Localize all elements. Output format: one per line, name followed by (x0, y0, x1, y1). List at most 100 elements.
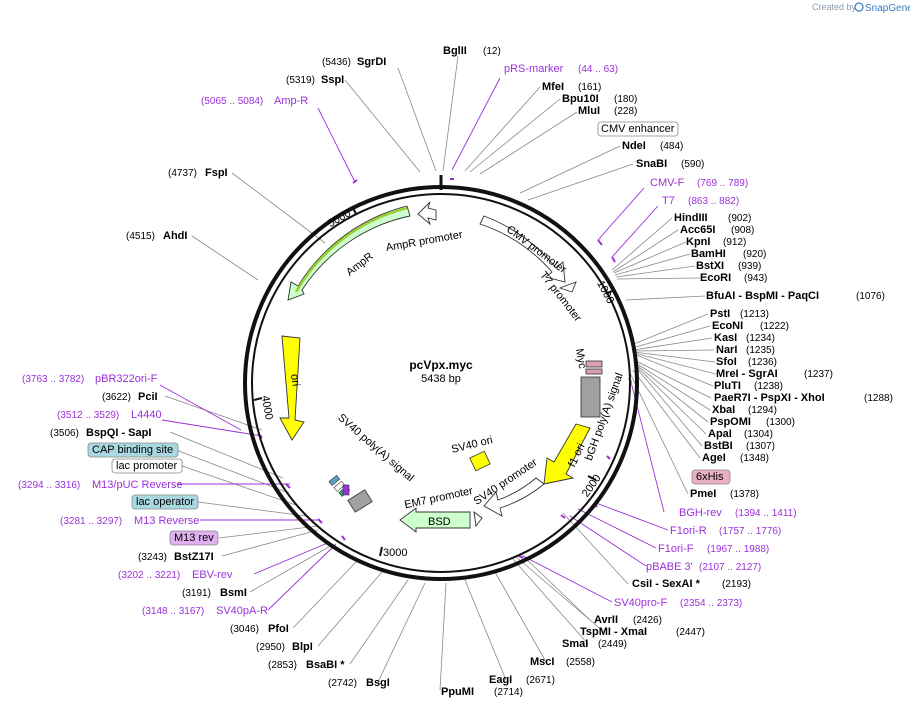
primer-bgh-rev: BGH-rev (679, 507, 722, 519)
primer-pbr322: pBR322ori-F (95, 373, 158, 385)
site-avrii: AvrII (594, 614, 618, 626)
tick-4000: 4000 (259, 395, 275, 421)
tick-1000: 1000 (594, 279, 616, 306)
primer-pbabe: pBABE 3' (646, 561, 693, 573)
primer-m13puc-num: (3294 .. 3316) (18, 480, 80, 491)
site-pluti-num: (1238) (754, 381, 783, 392)
plasmid-size: 5438 bp (421, 373, 461, 385)
site-acc65i: Acc65I (680, 224, 715, 236)
cmv-promoter-label: CMV promoter (504, 223, 569, 276)
site-smai-num: (2449) (598, 639, 627, 650)
bsd-arrow (399, 507, 471, 533)
primer-sv40pa: SV40pA-R (216, 605, 268, 617)
lac-operator-label: lac operator (136, 496, 194, 508)
myc-feature (585, 360, 603, 368)
site-smai: SmaI (562, 638, 588, 650)
site-psti-num: (1213) (740, 309, 769, 320)
site-ahdi: AhdI (163, 230, 187, 242)
site-mrei-num: (1237) (804, 369, 833, 380)
site-pfoi: PfoI (268, 623, 289, 635)
site-bstz17i: BstZ17I (174, 551, 214, 563)
site-econi-num: (1222) (760, 321, 789, 332)
snapgene-logo-icon (854, 2, 864, 12)
primer-t7-num: (863 .. 882) (688, 196, 739, 207)
site-sspi: SspI (321, 74, 344, 86)
site-mlui-num: (228) (614, 106, 637, 117)
lac-promoter-feature (333, 480, 346, 492)
primer-prs-marker: pRS-marker (504, 63, 564, 75)
site-sfoi-num: (1236) (748, 357, 777, 368)
ampr-promoter-arrow (417, 201, 437, 226)
sv40-ori-feature (469, 450, 491, 472)
bgh-polya-feature (580, 376, 601, 418)
primer-f1ori-f-num: (1967 .. 1988) (707, 544, 769, 555)
site-psti: PstI (710, 308, 730, 320)
site-eagi: EagI (489, 674, 512, 686)
primer-sv40pro: SV40pro-F (614, 597, 667, 609)
sv40-ori-label: SV40 ori (450, 434, 494, 456)
site-sfoi: SfoI (716, 356, 737, 368)
site-pfoi-num: (3046) (230, 624, 259, 635)
primer-pbr322-num: (3763 .. 3782) (22, 374, 84, 385)
em7-promoter-arrow (473, 510, 483, 528)
ori-arrow (279, 335, 305, 441)
site-pcii-num: (3622) (102, 392, 131, 403)
site-bstbi: BstBI (704, 440, 733, 452)
myc-label: Myc (573, 348, 588, 370)
site-snabi: SnaBI (636, 158, 667, 170)
site-ppumi: PpuMI (441, 686, 474, 698)
site-pmei: PmeI (690, 488, 716, 500)
site-pspomi: PspOMI (710, 416, 751, 428)
site-bstbi-num: (1307) (746, 441, 775, 452)
primer-sv40pro-num: (2354 .. 2373) (680, 598, 742, 609)
site-nari: NarI (716, 344, 737, 356)
site-pcii: PciI (138, 391, 158, 403)
site-paer7i-num: (1288) (864, 393, 893, 404)
primer-l4440-num: (3512 .. 3529) (57, 410, 119, 421)
site-bglii-num: (12) (483, 46, 501, 57)
primer-ebv: EBV-rev (192, 569, 233, 581)
site-kpni-num: (912) (723, 237, 746, 248)
site-bstxi: BstXI (696, 260, 724, 272)
primers: pRS-marker (44 .. 63) (5065 .. 5084) Amp… (18, 63, 797, 617)
site-bsabi-num: (2853) (268, 660, 297, 671)
site-blpi-num: (2950) (256, 642, 285, 653)
site-pluti: PluTI (714, 380, 741, 392)
site-tspmi-num: (2447) (676, 627, 705, 638)
plasmid-name: pcVpx.myc (409, 358, 473, 372)
site-acc65i-num: (908) (731, 225, 754, 236)
em7-promoter-label: EM7 promoter (403, 485, 474, 511)
cmv-promoter-arrow (479, 215, 566, 283)
primer-lines (159, 77, 669, 611)
site-hindiii: HindIII (674, 212, 708, 224)
sv40-polya-label: SV40 poly(A) signal (335, 412, 416, 484)
site-bsmi-num: (3191) (182, 588, 211, 599)
site-bfuai-num: (1076) (856, 291, 885, 302)
site-bsgi-num: (2742) (328, 678, 357, 689)
site-eagi-num: (2671) (526, 675, 555, 686)
ampr-highlight (294, 206, 408, 293)
site-bfuai: BfuAI - BspMI - PaqCI (706, 290, 819, 302)
primer-sv40pa-num: (3148 .. 3167) (142, 606, 204, 617)
ampr-label: AmpR (344, 250, 376, 278)
site-bsabi: BsaBI * (306, 659, 345, 671)
m13-rev-box (169, 530, 219, 546)
site-msci: MscI (530, 656, 554, 668)
primer-ebv-num: (3202 .. 3221) (118, 570, 180, 581)
primer-prs-marker-num: (44 .. 63) (578, 64, 618, 75)
t7-promoter-arrow (558, 281, 577, 293)
site-mfei: MfeI (542, 81, 564, 93)
site-pspomi-num: (1300) (766, 417, 795, 428)
primer-pbabe-num: (2107 .. 2127) (699, 562, 761, 573)
site-ahdi-num: (4515) (126, 231, 155, 242)
site-bsmi: BsmI (220, 587, 247, 599)
primer-ampr-num: (5065 .. 5084) (201, 96, 263, 107)
site-ndei-num: (484) (660, 141, 683, 152)
site-xbai: XbaI (712, 404, 735, 416)
site-msci-num: (2558) (566, 657, 595, 668)
ampr-arrow (287, 205, 411, 301)
ticks (253, 205, 615, 557)
site-mfei-num: (161) (578, 82, 601, 93)
primer-m13puc: M13/pUC Reverse (92, 479, 182, 491)
